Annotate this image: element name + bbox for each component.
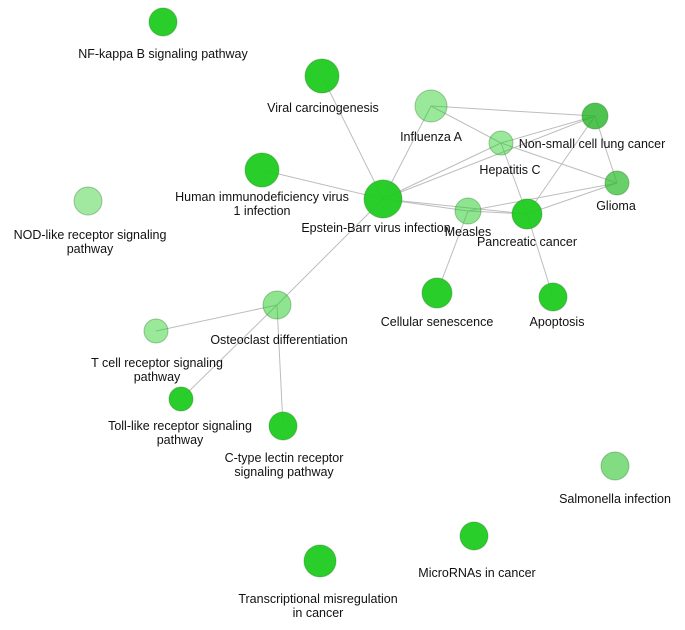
edges-layer [155,75,618,427]
edge-ebv-hiv [261,169,384,200]
edge-ebv-pancreatic [382,198,528,215]
node-osteoclast[interactable] [262,290,292,320]
node-apoptosis[interactable] [538,282,568,312]
edge-influenza-a-hepatitis-c [430,105,502,144]
node-label-viral-carcinogenesis: Viral carcinogenesis [267,101,379,115]
edge-osteoclast-t-cell [155,304,278,332]
node-label-pancreatic: Pancreatic cancer [477,235,577,249]
edge-osteoclast-toll-like [180,304,278,400]
node-nsclc[interactable] [581,102,609,130]
edge-influenza-a-nsclc [430,105,596,117]
node-label-apoptosis: Apoptosis [530,315,585,329]
edge-hepatitis-c-glioma [500,142,618,184]
edge-ebv-osteoclast [276,198,384,306]
node-pancreatic[interactable] [511,198,543,230]
node-label-ebv: Epstein-Barr virus infection [301,221,450,235]
node-nf-kappa-b[interactable] [148,7,178,37]
node-hepatitis-c[interactable] [488,130,514,156]
node-label-glioma: Glioma [596,199,636,213]
node-nod-like[interactable] [73,186,103,216]
node-label-hepatitis-c: Hepatitis C [479,163,540,177]
node-micrornas[interactable] [459,521,489,551]
edge-ebv-nsclc [382,115,596,200]
node-viral-carcinogenesis[interactable] [304,58,340,94]
node-hiv[interactable] [244,152,280,188]
node-label-micrornas: MicroRNAs in cancer [418,566,535,580]
edge-hepatitis-c-nsclc [500,115,596,144]
edge-osteoclast-c-type-lectin [276,304,284,427]
node-cellular-senescence[interactable] [421,277,453,309]
node-label-influenza-a: Influenza A [400,130,463,144]
node-label-nf-kappa-b: NF-kappa B signaling pathway [78,47,248,61]
node-toll-like[interactable] [168,386,194,412]
node-label-osteoclast: Osteoclast differentiation [210,333,347,347]
node-label-salmonella: Salmonella infection [559,492,671,506]
node-ebv[interactable] [363,179,403,219]
node-salmonella[interactable] [600,451,630,481]
node-influenza-a[interactable] [414,89,448,123]
node-t-cell[interactable] [143,318,169,344]
node-c-type-lectin[interactable] [268,411,298,441]
node-transcriptional[interactable] [303,544,337,578]
node-glioma[interactable] [604,170,630,196]
edge-ebv-hepatitis-c [382,142,502,200]
edge-glioma-pancreatic [526,182,618,215]
node-label-cellular-senescence: Cellular senescence [381,315,494,329]
edge-ebv-viral-carcinogenesis [321,75,384,200]
nodes-layer [73,7,630,578]
edge-glioma-measles [467,182,618,212]
node-label-nsclc: Non-small cell lung cancer [519,137,666,151]
node-label-measles: Measles [445,225,492,239]
node-measles[interactable] [454,197,482,225]
